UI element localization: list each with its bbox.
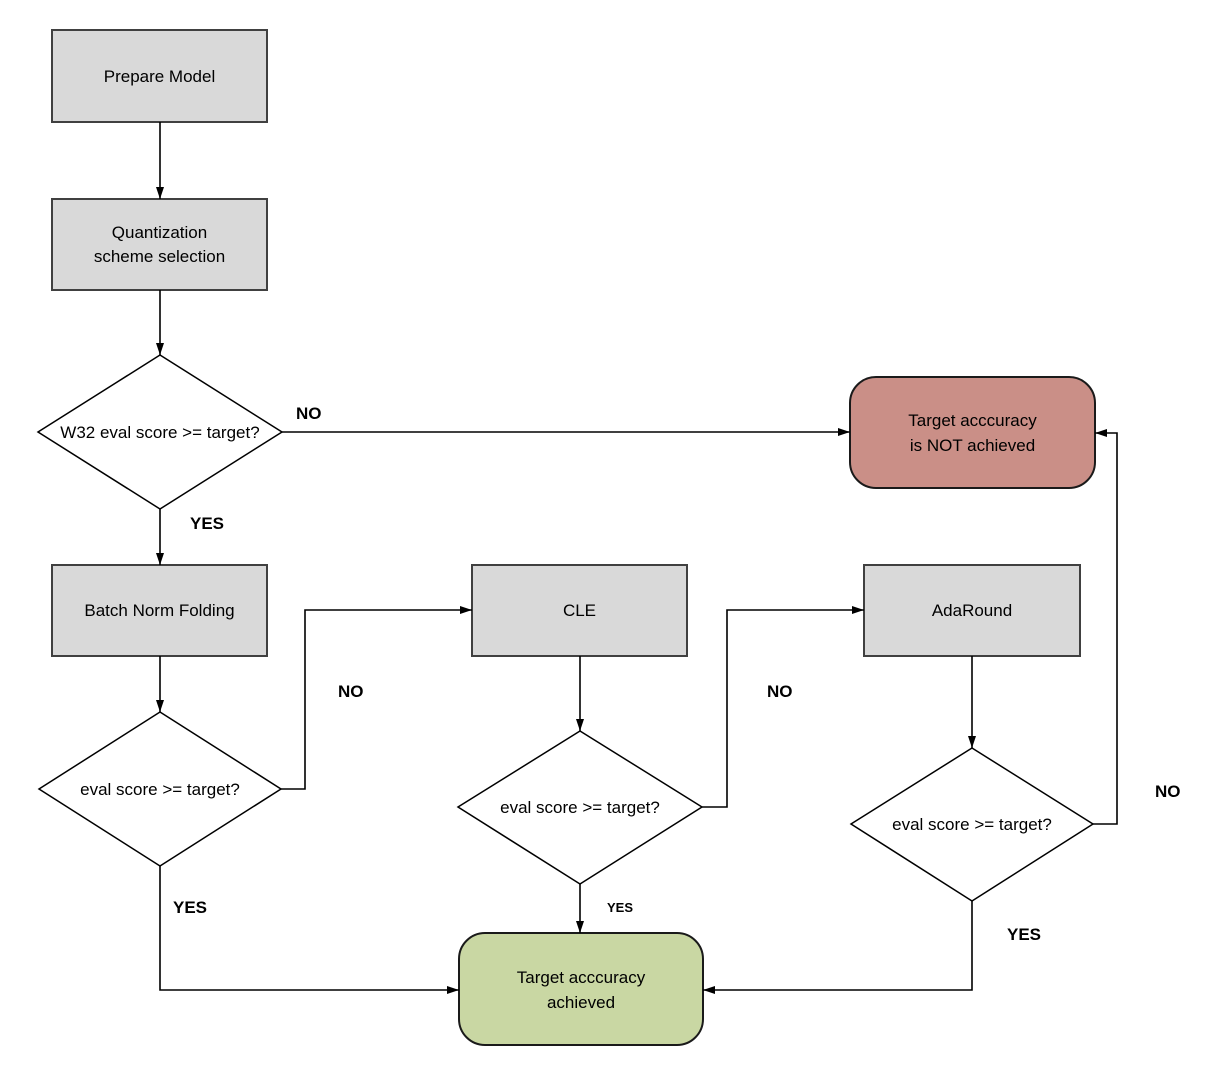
edge-clecheck-no-to-adaround [702,606,864,808]
target-not-achieved-label-line2: is NOT achieved [910,436,1035,455]
node-prepare-model: Prepare Model [51,29,268,123]
cle-label: CLE [563,601,596,620]
edge-label-w32-no: NO [296,404,322,423]
edge-label-cle-no: NO [767,682,793,701]
edge-label-bnf-yes: YES [173,898,207,917]
prepare-model-box [51,29,268,123]
quantization-scheme-box [51,198,268,291]
target-not-achieved-label-line1: Target acccuracy [908,411,1037,430]
node-bnf-eval-decision: eval score >= target? [37,711,283,867]
cle-eval-label: eval score >= target? [500,798,660,817]
batch-norm-folding-label: Batch Norm Folding [84,601,234,620]
target-achieved-box [458,932,704,1046]
adaround-eval-label: eval score >= target? [892,815,1052,834]
target-achieved-label-line1: Target acccuracy [517,968,646,987]
quantization-scheme-label-line1: Quantization [112,223,207,242]
node-quantization-scheme-selection: Quantization scheme selection [51,198,268,291]
w32-eval-label: W32 eval score >= target? [60,423,259,442]
node-cle-eval-decision: eval score >= target? [456,730,704,885]
target-achieved-label-line2: achieved [547,993,615,1012]
adaround-label: AdaRound [932,601,1012,620]
node-target-not-achieved: Target acccuracy is NOT achieved [849,376,1096,489]
edge-bnfcheck-yes-to-success [159,866,459,994]
edge-label-adaround-no: NO [1155,782,1181,801]
edge-bnfcheck-no-to-cle [281,606,472,790]
target-not-achieved-box [849,376,1096,489]
node-w32-eval-decision: W32 eval score >= target? [36,354,284,510]
node-cle: CLE [471,564,688,657]
node-target-achieved: Target acccuracy achieved [458,932,704,1046]
cle-box [471,564,688,657]
quantization-scheme-label-line2: scheme selection [94,247,225,266]
node-adaround-eval-decision: eval score >= target? [849,747,1095,902]
edge-label-bnf-no: NO [338,682,364,701]
node-adaround: AdaRound [863,564,1081,657]
edge-label-cle-yes: YES [607,900,633,915]
prepare-model-label: Prepare Model [104,67,216,86]
edge-adacheck-no-to-fail [1093,429,1118,825]
edge-label-w32-yes: YES [190,514,224,533]
edge-label-adaround-yes: YES [1007,925,1041,944]
edge-adacheck-yes-to-success [703,901,973,994]
bnf-eval-label: eval score >= target? [80,780,240,799]
node-batch-norm-folding: Batch Norm Folding [51,564,268,657]
